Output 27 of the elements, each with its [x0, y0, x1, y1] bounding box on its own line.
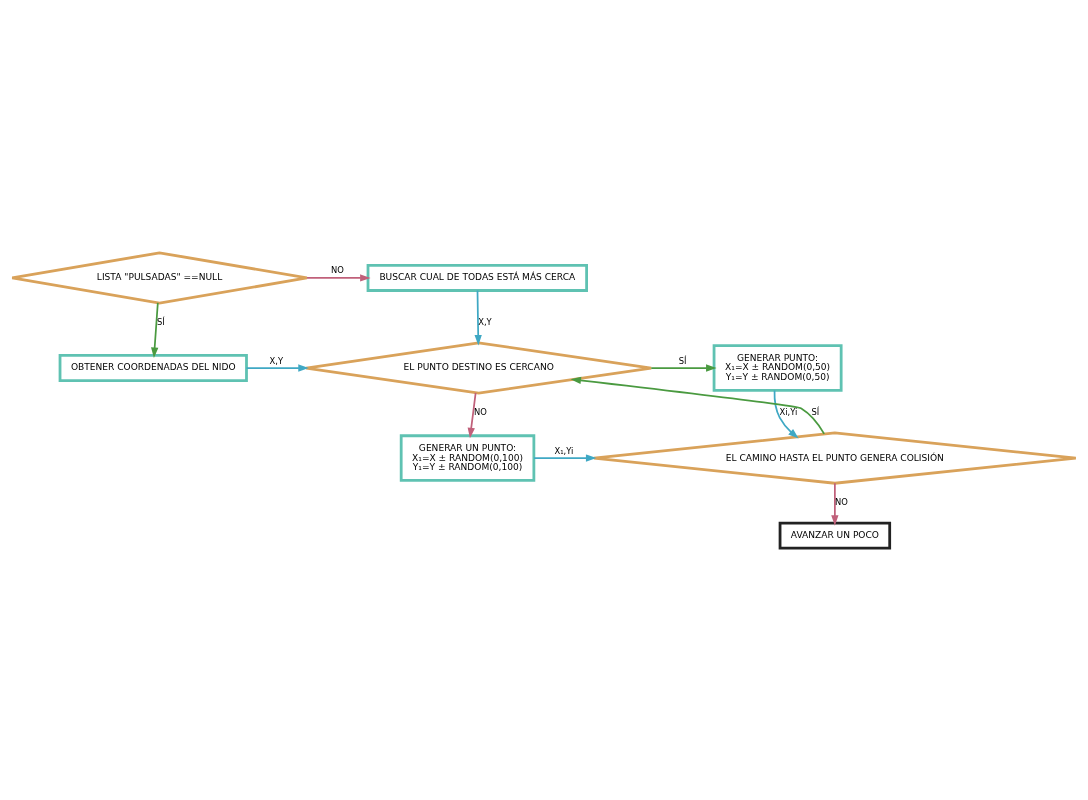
arrow	[831, 481, 839, 526]
arrow	[474, 289, 482, 345]
node-box: GENERAR UN PUNTO: X₁=X ± RANDOM(0,100) Y₁=Y ± RANDOM(0,100)	[399, 433, 536, 482]
arrow	[533, 453, 597, 462]
edge-label: X₁,Yi	[554, 445, 574, 456]
arrow	[151, 301, 159, 358]
edge-label: SÍ	[157, 316, 165, 327]
node-box: BUSCAR CUAL DE TODAS ESTÁ MÁS CERCA	[366, 263, 588, 292]
node-diamond: EL CAMINO HASTA EL PUNTO GENERA COLISIÓN	[592, 431, 1078, 485]
edge-label: SÍ	[678, 355, 687, 366]
node-diamond: LISTA "PULSADAS" ==NULL	[10, 250, 309, 304]
edge-label: SÍ	[811, 406, 820, 417]
edge-label: NO	[331, 264, 344, 275]
arrow	[306, 273, 371, 282]
arrow	[467, 391, 477, 438]
arrow	[650, 363, 717, 372]
arrow	[570, 376, 826, 435]
edge-label: Xi,Yi	[779, 406, 798, 417]
arrow	[773, 389, 799, 439]
node-box: GENERAR PUNTO: X₁=X ± RANDOM(0,50) Y₁=Y ± RANDOM(0,50)	[712, 343, 843, 392]
edge-label: NO	[474, 406, 487, 417]
edge-label: X,Y	[269, 355, 284, 366]
node-box: OBTENER COORDENADAS DEL NIDO	[58, 353, 248, 382]
node-box: AVANZAR UN POCO	[778, 521, 892, 550]
node-diamond: EL PUNTO DESTINO ES CERCANO	[304, 340, 653, 395]
edge-label: NO	[835, 496, 848, 507]
arrow	[245, 363, 309, 372]
